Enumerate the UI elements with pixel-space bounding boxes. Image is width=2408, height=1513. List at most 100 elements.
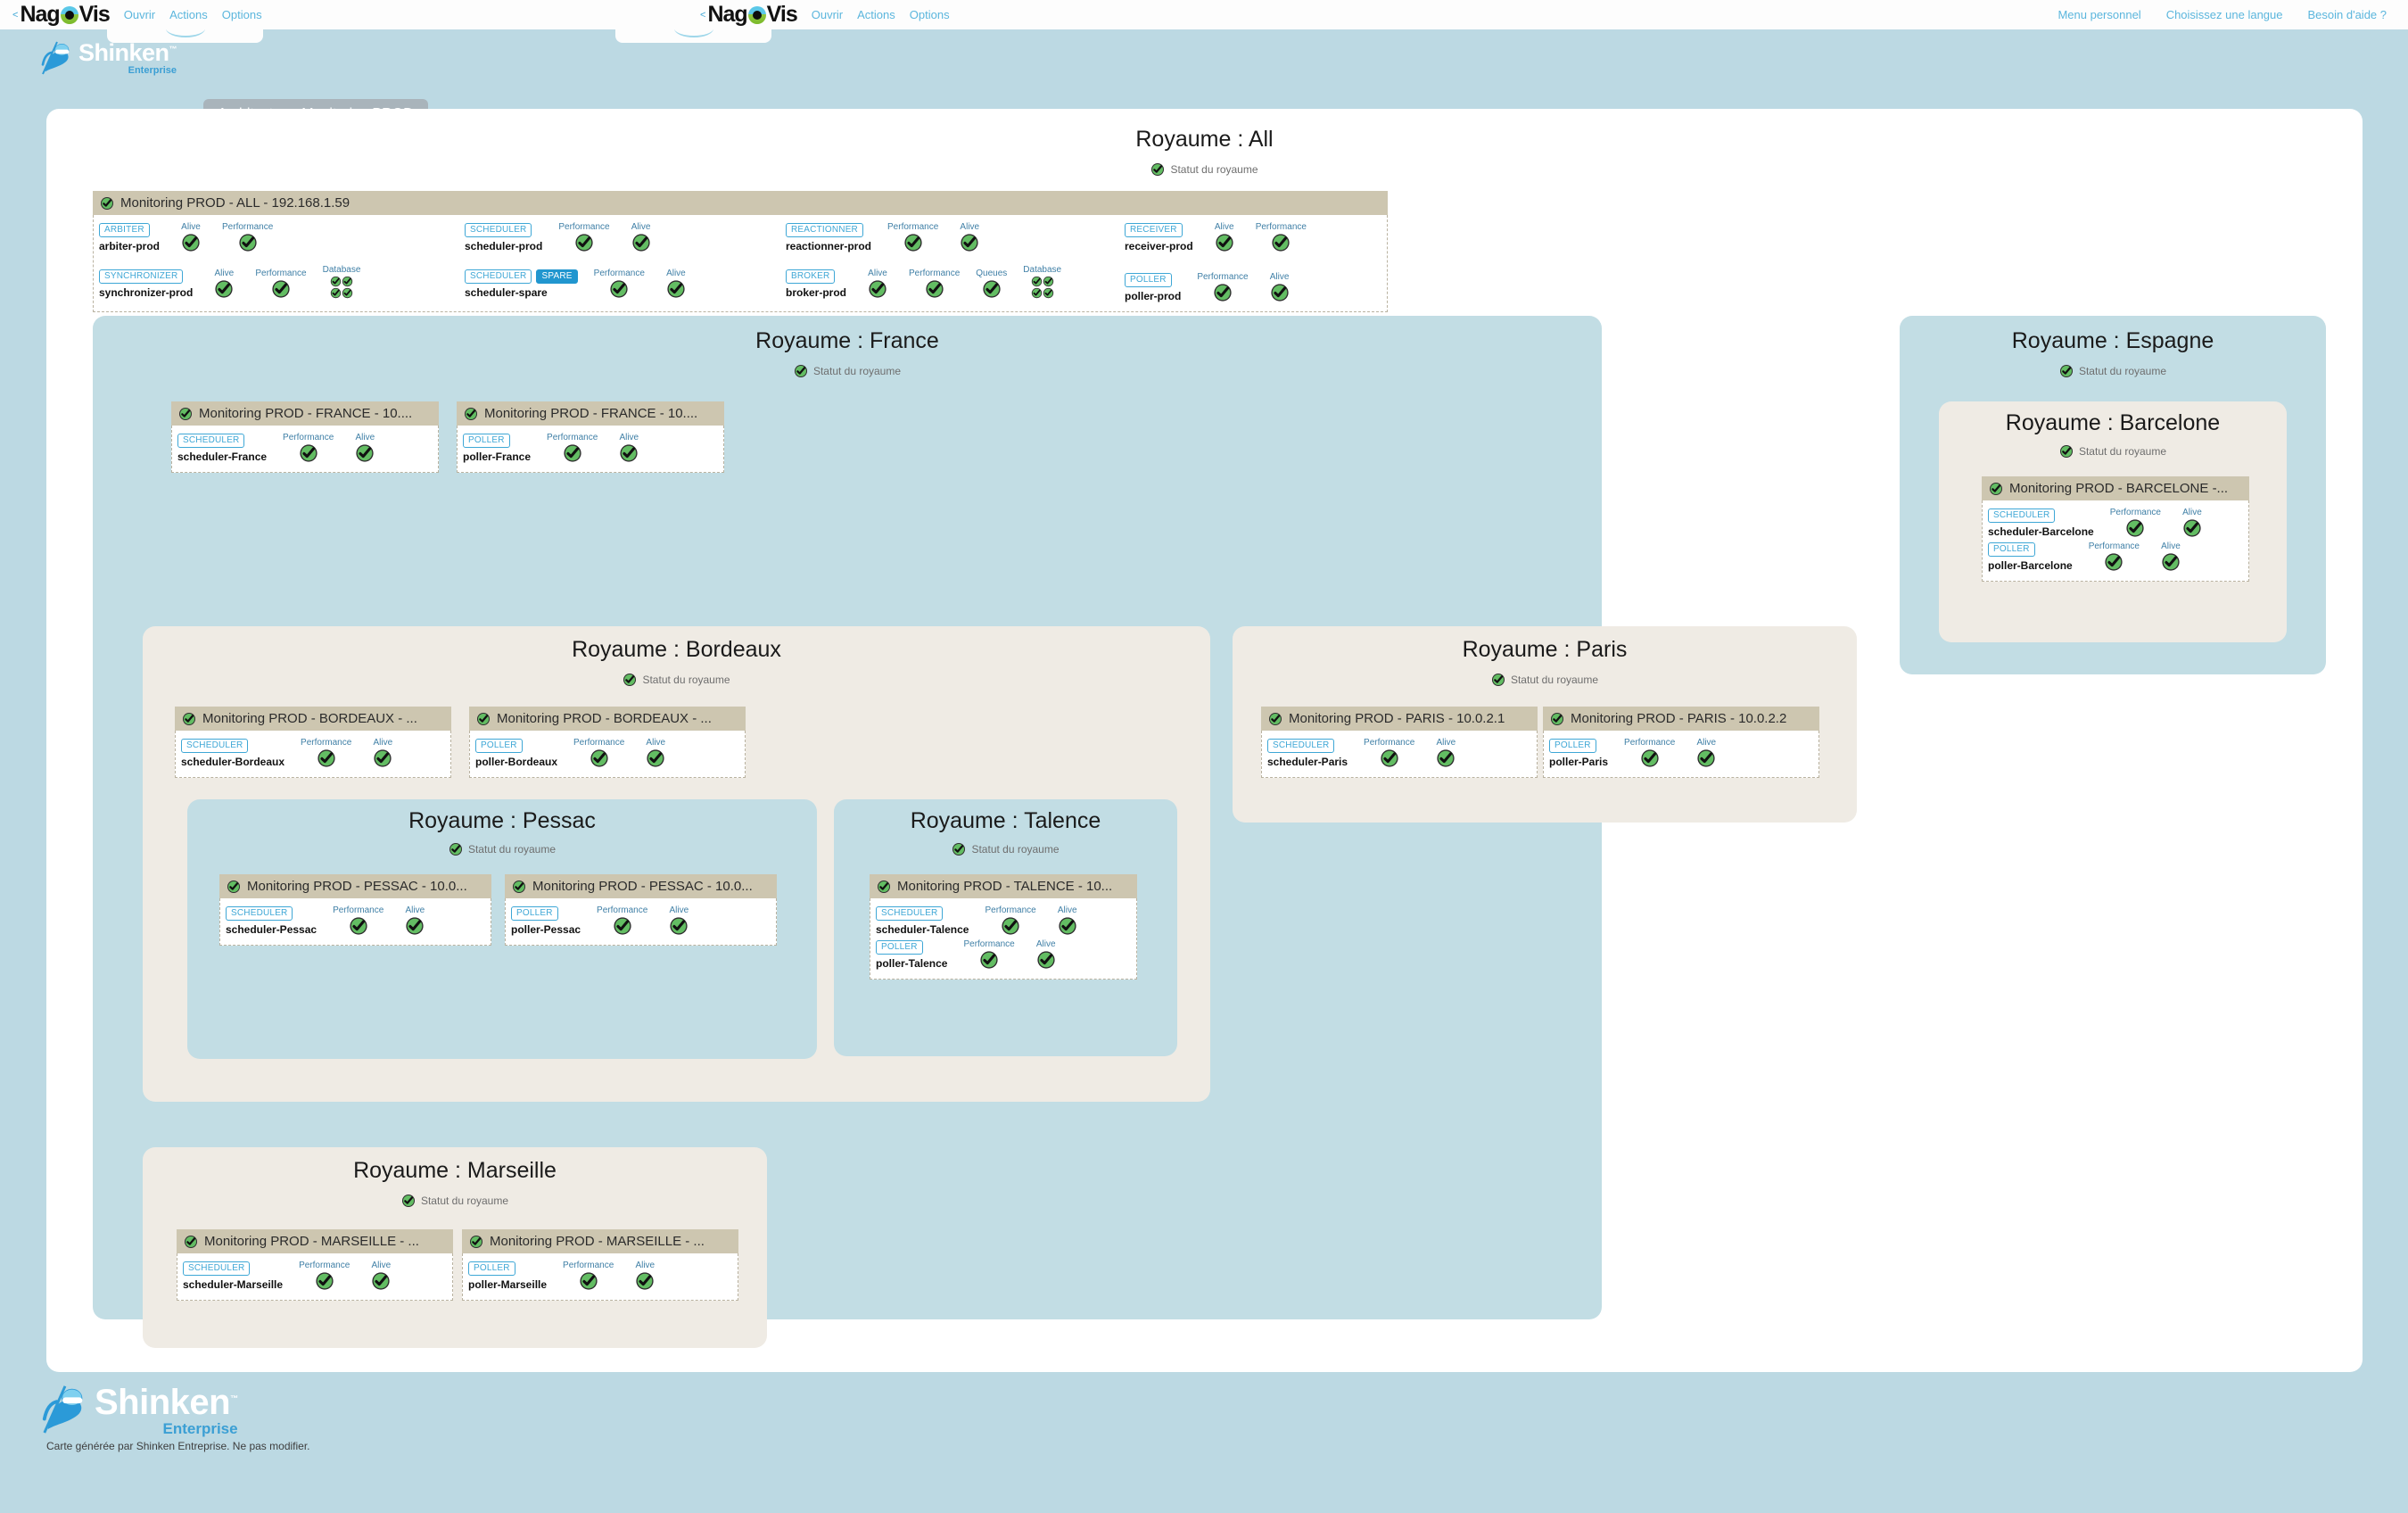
metric-alive[interactable]: Alive xyxy=(176,222,206,252)
link-menu-personnel[interactable]: Menu personnel xyxy=(2058,8,2141,21)
hostbox-paris-poller[interactable]: Monitoring PROD - PARIS - 10.0.2.2 POLLE… xyxy=(1543,707,1819,778)
link-besoin-daide[interactable]: Besoin d'aide ? xyxy=(2307,8,2387,21)
hostbox-barcelone-header[interactable]: Monitoring PROD - BARCELONE -... xyxy=(1982,476,2249,500)
metric-performance[interactable]: Performance xyxy=(963,939,1015,970)
hostbox-paris-scheduler-header[interactable]: Monitoring PROD - PARIS - 10.0.2.1 xyxy=(1261,707,1538,731)
hostbox-paris-scheduler[interactable]: Monitoring PROD - PARIS - 10.0.2.1 SCHED… xyxy=(1261,707,1538,778)
metric-performance[interactable]: Performance xyxy=(597,905,647,936)
metric-alive[interactable]: Alive xyxy=(1265,272,1295,302)
metric-performance[interactable]: Performance xyxy=(1364,738,1414,768)
metric-performance[interactable]: Performance xyxy=(255,269,307,299)
metric-alive[interactable]: Alive xyxy=(209,269,239,299)
collapse-caret-icon[interactable]: < xyxy=(12,9,19,21)
metric-performance[interactable]: Performance xyxy=(2110,508,2161,538)
metric-performance[interactable]: Performance xyxy=(283,433,334,463)
collapse-caret-icon-center[interactable]: < xyxy=(700,9,706,21)
hostbox-pessac-scheduler-header[interactable]: Monitoring PROD - PESSAC - 10.0... xyxy=(219,874,491,898)
metric-performance[interactable]: Performance xyxy=(887,222,938,252)
metric-performance[interactable]: Performance xyxy=(594,269,645,299)
metric-database[interactable]: Database xyxy=(1023,265,1061,299)
metric-database[interactable]: Database xyxy=(323,265,360,299)
nav-link-actions-center[interactable]: Actions xyxy=(857,8,895,21)
hostbox-pessac-scheduler[interactable]: Monitoring PROD - PESSAC - 10.0... SCHED… xyxy=(219,874,491,946)
hostbox-all[interactable]: Monitoring PROD - ALL - 192.168.1.59 ARB… xyxy=(93,191,1388,312)
hostbox-marseille-poller[interactable]: Monitoring PROD - MARSEILLE - ... POLLER… xyxy=(462,1229,738,1301)
hostbox-france-poller-header[interactable]: Monitoring PROD - FRANCE - 10.... xyxy=(457,401,724,426)
metric-alive[interactable]: Alive xyxy=(2156,542,2186,572)
metric-alive[interactable]: Alive xyxy=(2177,508,2207,538)
hostbox-bordeaux-scheduler-header[interactable]: Monitoring PROD - BORDEAUX - ... xyxy=(175,707,451,731)
link-choisissez-une-langue[interactable]: Choisissez une langue xyxy=(2165,8,2283,21)
metric-alive[interactable]: Alive xyxy=(1031,939,1061,970)
metric-performance[interactable]: Performance xyxy=(1624,738,1675,768)
metric-alive[interactable]: Alive xyxy=(630,1261,660,1291)
hostbox-all-header[interactable]: Monitoring PROD - ALL - 192.168.1.59 xyxy=(93,191,1388,215)
metric-performance[interactable]: Performance xyxy=(985,905,1036,936)
metric-alive[interactable]: Alive xyxy=(626,222,656,252)
nav-link-options-center[interactable]: Options xyxy=(909,8,950,21)
metric-alive[interactable]: Alive xyxy=(366,1261,396,1291)
metric-performance[interactable]: Performance xyxy=(1197,272,1249,302)
metric-alive[interactable]: Alive xyxy=(664,905,694,936)
metric-performance[interactable]: Performance xyxy=(563,1261,614,1291)
metric-performance[interactable]: Performance xyxy=(909,269,960,299)
metric-alive[interactable]: Alive xyxy=(400,905,430,936)
metric-alive[interactable]: Alive xyxy=(614,433,644,463)
nav-link-ouvrir-left[interactable]: Ouvrir xyxy=(123,8,156,21)
hostbox-france-scheduler[interactable]: Monitoring PROD - FRANCE - 10.... SCHEDU… xyxy=(171,401,439,473)
hostbox-france-scheduler-header[interactable]: Monitoring PROD - FRANCE - 10.... xyxy=(171,401,439,426)
metric-performance[interactable]: Performance xyxy=(299,1261,350,1291)
metric-alive[interactable]: Alive xyxy=(954,222,985,252)
metric-queues[interactable]: Queues xyxy=(976,269,1007,299)
metric-alive[interactable]: Alive xyxy=(661,269,691,299)
hostbox-barcelone[interactable]: Monitoring PROD - BARCELONE -... SCHEDUL… xyxy=(1982,476,2249,582)
hostbox-pessac-poller[interactable]: Monitoring PROD - PESSAC - 10.0... POLLE… xyxy=(505,874,777,946)
hostbox-marseille-scheduler-header[interactable]: Monitoring PROD - MARSEILLE - ... xyxy=(177,1229,453,1253)
metric-performance[interactable]: Performance xyxy=(573,738,624,768)
metric-alive[interactable]: Alive xyxy=(862,269,893,299)
metric-performance[interactable]: Performance xyxy=(301,738,351,768)
metric-alive[interactable]: Alive xyxy=(1431,738,1461,768)
metric-alive[interactable]: Alive xyxy=(367,738,398,768)
hostbox-marseille-scheduler[interactable]: Monitoring PROD - MARSEILLE - ... SCHEDU… xyxy=(177,1229,453,1301)
metric-performance[interactable]: Performance xyxy=(2089,542,2140,572)
hostbox-paris-poller-header[interactable]: Monitoring PROD - PARIS - 10.0.2.2 xyxy=(1543,707,1819,731)
nav-link-actions-left[interactable]: Actions xyxy=(169,8,208,21)
nav-link-options-left[interactable]: Options xyxy=(221,8,262,21)
metric-performance[interactable]: Performance xyxy=(558,222,610,252)
